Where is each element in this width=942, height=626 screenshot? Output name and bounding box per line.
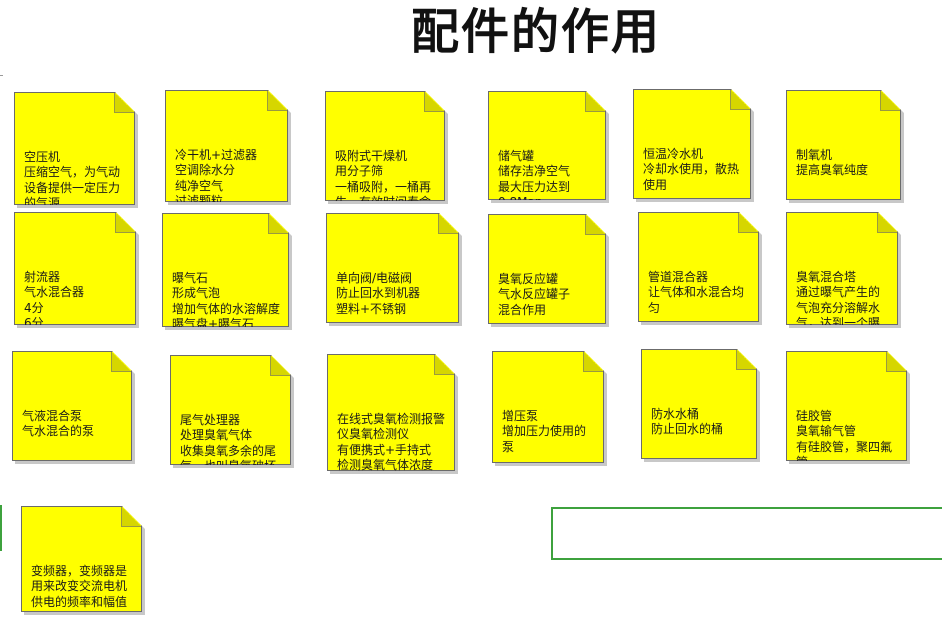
folded-corner-icon <box>583 352 603 372</box>
folded-corner-icon <box>738 213 758 233</box>
folded-corner-icon <box>877 213 897 233</box>
folded-corner-icon <box>424 92 444 112</box>
note-dryer-filter[interactable]: 冷干机+过滤器 空调除水分 纯净空气 过滤颗粒 冷却空气使用 <box>165 90 288 202</box>
note-mixing-tower[interactable]: 臭氧混合塔 通过曝气产生的气泡充分溶解水气，达到一个曝气效果 <box>786 212 898 325</box>
note-check-valve[interactable]: 单向阀/电磁阀 防止回水到机器 塑料+不锈钢 <box>326 213 459 323</box>
folded-corner-icon <box>736 350 756 370</box>
note-text: 气液混合泵 气水混合的泵 <box>22 408 95 438</box>
note-gas-liquid-pump[interactable]: 气液混合泵 气水混合的泵 <box>12 351 132 461</box>
note-pipe-mixer[interactable]: 管道混合器 让气体和水混合均匀 <box>638 212 759 322</box>
page-title: 配件的作用 <box>410 4 661 60</box>
note-text: 制氧机 提高臭氧纯度 <box>796 147 869 177</box>
folded-corner-icon <box>585 215 605 235</box>
folded-corner-icon <box>268 214 288 234</box>
note-text: 单向阀/电磁阀 防止回水到机器 塑料+不锈钢 <box>336 270 421 316</box>
note-text: 恒温冷水机 冷却水使用，散热使用 <box>643 146 740 192</box>
note-aeration-stone[interactable]: 曝气石 形成气泡 增加气体的水溶解度 曝气盘+曝气石 钛金+刚玉材质 <box>162 213 289 327</box>
selected-cell-range[interactable] <box>551 507 942 560</box>
row-selection-marker <box>0 505 2 551</box>
note-ozone-detector[interactable]: 在线式臭氧检测报警仪臭氧检测仪 有便携式+手持式 检测臭氧气体浓度 <box>327 354 455 471</box>
gridline-mark <box>0 75 3 76</box>
note-tail-gas[interactable]: 尾气处理器 处理臭氧气体 收集臭氧多余的尾气，也叫臭氧破坏器 <box>170 355 291 465</box>
note-text: 增压泵 增加压力使用的泵 <box>502 408 587 454</box>
note-chiller[interactable]: 恒温冷水机 冷却水使用，散热使用 <box>633 89 751 199</box>
folded-corner-icon <box>438 214 458 234</box>
note-text: 在线式臭氧检测报警仪臭氧检测仪 有便携式+手持式 检测臭氧气体浓度 <box>337 411 446 472</box>
folded-corner-icon <box>886 352 906 372</box>
note-ejector[interactable]: 射流器 气水混合器 4分 6分 1寸 1.5寸 2寸 <box>14 212 136 325</box>
note-anti-backflow[interactable]: 防水水桶 防止回水的桶 <box>641 349 757 459</box>
note-air-tank[interactable]: 储气罐 储存洁净空气 最大压力达到 0.8Map <box>488 91 606 200</box>
note-reaction-tank[interactable]: 臭氧反应罐 气水反应罐子 混合作用 <box>488 214 606 324</box>
note-text: 曝气石 形成气泡 增加气体的水溶解度 曝气盘+曝气石 钛金+刚玉材质 <box>172 270 281 347</box>
folded-corner-icon <box>115 213 135 233</box>
note-oxygen-generator[interactable]: 制氧机 提高臭氧纯度 <box>786 90 901 200</box>
note-text: 硅胶管 臭氧输气管 有硅胶管，聚四氟管 <box>796 408 893 454</box>
note-booster-pump[interactable]: 增压泵 增加压力使用的泵 <box>492 351 604 463</box>
note-text: 管道混合器 让气体和水混合均匀 <box>648 269 745 315</box>
folded-corner-icon <box>121 507 141 527</box>
folded-corner-icon <box>880 91 900 111</box>
note-text: 臭氧混合塔 通过曝气产生的气泡充分溶解水气，达到一个曝气效果 <box>796 269 881 346</box>
note-inverter[interactable]: 变频器，变频器是用来改变交流电机供电的频率和幅值 <box>21 506 142 612</box>
folded-corner-icon <box>730 90 750 110</box>
folded-corner-icon <box>111 352 131 372</box>
folded-corner-icon <box>267 91 287 111</box>
note-text: 射流器 气水混合器 4分 6分 1寸 1.5寸 2寸 <box>24 269 114 346</box>
note-adsorption-dryer[interactable]: 吸附式干燥机 用分子筛 一桶吸附，一桶再生，有效时间寿命为4-5年 <box>325 91 445 201</box>
folded-corner-icon <box>270 356 290 376</box>
folded-corner-icon <box>434 355 454 375</box>
note-text: 臭氧反应罐 气水反应罐子 混合作用 <box>498 271 571 317</box>
note-text: 变频器，变频器是用来改变交流电机供电的频率和幅值 <box>31 563 128 609</box>
note-silicone-tube[interactable]: 硅胶管 臭氧输气管 有硅胶管，聚四氟管 <box>786 351 907 461</box>
folded-corner-icon <box>114 93 134 113</box>
note-text: 尾气处理器 处理臭氧气体 收集臭氧多余的尾气，也叫臭氧破坏器 <box>180 412 277 489</box>
note-text: 防水水桶 防止回水的桶 <box>651 406 724 436</box>
folded-corner-icon <box>585 92 605 112</box>
note-air-compressor[interactable]: 空压机 压缩空气，为气动设备提供一定压力的气源 有无油空压机 螺杆空压机 <box>14 92 135 205</box>
